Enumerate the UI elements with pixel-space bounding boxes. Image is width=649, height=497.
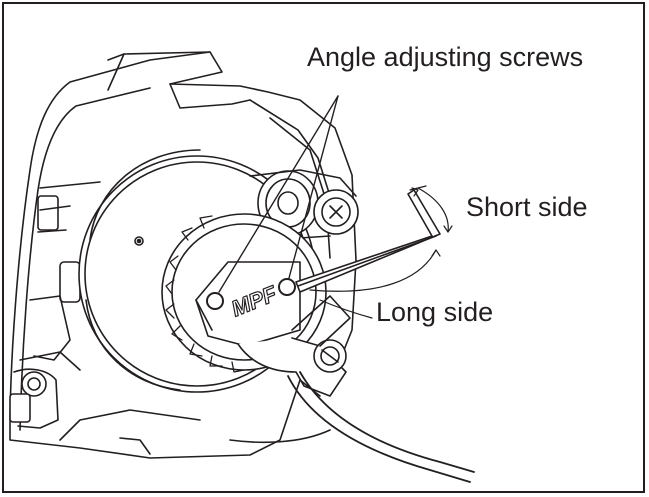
hex-key — [295, 189, 441, 293]
long-side-label: Long side — [376, 297, 494, 327]
short-side-dimension — [409, 185, 453, 233]
angle-adjusting-screws-label: Angle adjusting screws — [307, 42, 584, 72]
front-clamp — [237, 295, 351, 397]
long-side-dimension — [309, 249, 441, 319]
blade-flange: MPF — [161, 213, 327, 373]
angle-adjusting-screws — [206, 278, 296, 310]
illustration-frame — [2, 2, 645, 493]
power-cable — [287, 371, 475, 483]
screws-leader-lines — [218, 95, 339, 293]
short-side-label: Short side — [466, 192, 588, 222]
